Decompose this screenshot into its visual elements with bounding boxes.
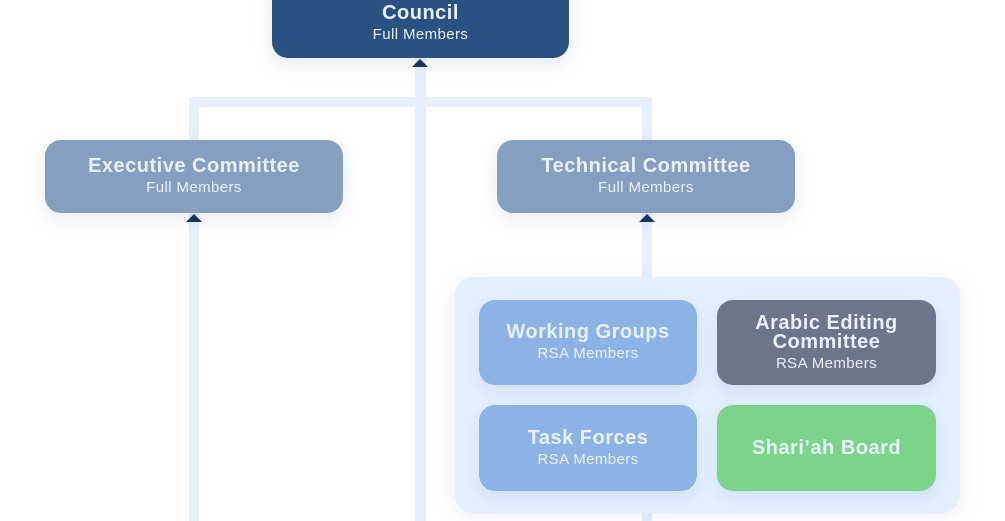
working-groups-title: Working Groups: [506, 321, 670, 343]
task-forces-subtitle: RSA Members: [537, 450, 639, 468]
shariah-board-title: Shari’ah Board: [751, 436, 902, 459]
council-subtitle: Full Members: [372, 25, 469, 43]
task-forces-title: Task Forces: [527, 426, 649, 449]
connector-technical-up: [642, 97, 652, 140]
arrow-up-icon: [412, 59, 428, 67]
connector-executive-down: [189, 213, 199, 521]
technical-subtitle: Full Members: [598, 179, 694, 196]
connector-horizontal: [189, 97, 652, 107]
arabic-editing-subtitle: RSA Members: [775, 354, 878, 372]
arrow-up-icon: [186, 214, 202, 222]
arabic-editing-title: Arabic Editing Committee: [755, 311, 898, 353]
arabic-editing-committee-node: Arabic Editing Committee RSA Members: [717, 300, 936, 385]
connector-council-down: [415, 58, 426, 521]
council-node: Council Full Members: [272, 0, 569, 58]
task-forces-node: Task Forces RSA Members: [479, 405, 697, 491]
working-groups-subtitle: RSA Members: [537, 345, 639, 362]
connector-executive-up: [189, 97, 199, 140]
executive-subtitle: Full Members: [146, 179, 242, 196]
council-title: Council: [382, 1, 459, 24]
executive-title: Executive Committee: [88, 155, 300, 177]
shariah-board-node: Shari’ah Board: [717, 405, 936, 491]
technical-committee-node: Technical Committee Full Members: [497, 140, 795, 213]
technical-title: Technical Committee: [541, 155, 751, 177]
executive-committee-node: Executive Committee Full Members: [45, 140, 343, 213]
arrow-up-icon: [639, 214, 655, 222]
working-groups-node: Working Groups RSA Members: [479, 300, 697, 385]
